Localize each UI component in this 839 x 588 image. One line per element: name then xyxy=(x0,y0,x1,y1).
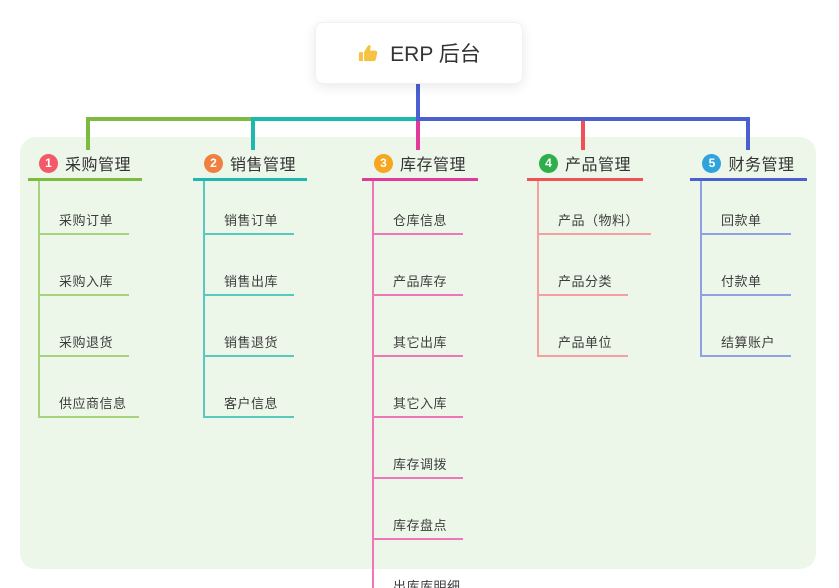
badge-3: 3 xyxy=(373,153,393,173)
badge-4: 4 xyxy=(538,153,558,173)
connector-branch-2 xyxy=(251,117,418,150)
badge-1: 1 xyxy=(38,153,58,173)
branch-label: 产品管理 xyxy=(564,157,631,174)
branch-label: 销售管理 xyxy=(229,157,296,174)
child-node[interactable]: 销售退货 xyxy=(205,296,294,357)
child-node[interactable]: 出库库明细 xyxy=(374,540,473,588)
child-list: 回款单 付款单 结算账户 xyxy=(700,181,791,357)
connector-branch-4 xyxy=(418,117,585,150)
child-node[interactable]: 产品分类 xyxy=(539,235,628,296)
child-node[interactable]: 其它出库 xyxy=(374,296,463,357)
branch-inventory-title[interactable]: 3 库存管理 xyxy=(362,148,478,181)
child-node[interactable]: 库存盘点 xyxy=(374,479,463,540)
thumbs-up-icon xyxy=(357,42,380,65)
child-node[interactable]: 采购入库 xyxy=(40,235,129,296)
branch-finance-title[interactable]: 5 财务管理 xyxy=(690,148,807,181)
child-node[interactable]: 产品单位 xyxy=(539,296,628,357)
badge-2: 2 xyxy=(203,153,223,173)
branch-purchase-title[interactable]: 1 采购管理 xyxy=(28,148,142,181)
child-list: 仓库信息 产品库存 其它出库 其它入库 库存调拨 库存盘点 出库库明细 xyxy=(372,181,473,588)
child-node[interactable]: 采购订单 xyxy=(40,181,129,235)
badge-5: 5 xyxy=(702,153,722,173)
child-node[interactable]: 回款单 xyxy=(702,181,791,235)
child-node[interactable]: 客户信息 xyxy=(205,357,294,418)
child-node[interactable]: 销售订单 xyxy=(205,181,294,235)
branch-product-title[interactable]: 4 产品管理 xyxy=(527,148,643,181)
child-node[interactable]: 产品库存 xyxy=(374,235,463,296)
child-list: 产品（物料） 产品分类 产品单位 xyxy=(537,181,652,357)
branches-panel xyxy=(20,137,816,569)
child-node[interactable]: 付款单 xyxy=(702,235,791,296)
branch-sales: 2 销售管理 销售订单 销售出库 销售退货 客户信息 xyxy=(193,148,307,418)
branch-label: 财务管理 xyxy=(728,157,795,174)
branch-sales-title[interactable]: 2 销售管理 xyxy=(193,148,307,181)
child-node[interactable]: 库存调拨 xyxy=(374,418,463,479)
child-node[interactable]: 产品（物料） xyxy=(539,181,652,235)
child-node[interactable]: 采购退货 xyxy=(40,296,129,357)
branch-purchase: 1 采购管理 采购订单 采购入库 采购退货 供应商信息 xyxy=(28,148,142,418)
connector-branch-5 xyxy=(418,117,750,150)
branch-inventory: 3 库存管理 仓库信息 产品库存 其它出库 其它入库 库存调拨 库存盘点 出库库… xyxy=(362,148,478,588)
root-label: ERP 后台 xyxy=(390,43,481,66)
branch-finance: 5 财务管理 回款单 付款单 结算账户 xyxy=(690,148,807,357)
branch-product: 4 产品管理 产品（物料） 产品分类 产品单位 xyxy=(527,148,652,357)
child-list: 销售订单 销售出库 销售退货 客户信息 xyxy=(203,181,294,418)
branch-label: 采购管理 xyxy=(64,157,131,174)
child-node[interactable]: 仓库信息 xyxy=(374,181,463,235)
child-list: 采购订单 采购入库 采购退货 供应商信息 xyxy=(38,181,139,418)
child-node[interactable]: 结算账户 xyxy=(702,296,791,357)
root-node[interactable]: ERP 后台 xyxy=(315,22,523,84)
child-node[interactable]: 销售出库 xyxy=(205,235,294,296)
child-node[interactable]: 供应商信息 xyxy=(40,357,139,418)
child-node[interactable]: 其它入库 xyxy=(374,357,463,418)
branch-label: 库存管理 xyxy=(399,157,466,174)
